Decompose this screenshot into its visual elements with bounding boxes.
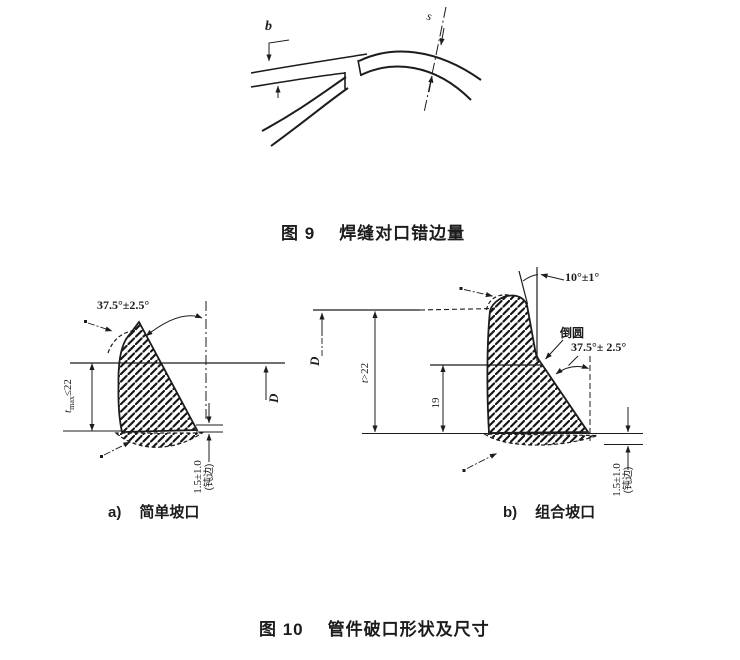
figure9-caption-title: 焊缝对口错边量 — [339, 224, 466, 243]
b-dimension-leader — [266, 39, 290, 62]
fillet-label-b: 倒圆 — [560, 326, 585, 340]
subcaption-a: a) 简单坡口 — [108, 505, 199, 521]
groove-section-b — [486, 294, 590, 434]
pipe-right-end-face — [357, 59, 362, 77]
thickness-rest-b: >22 — [359, 362, 371, 381]
dashed-root-lens-a — [114, 432, 204, 448]
thickness-label-b: t>22 — [359, 355, 372, 391]
tmax-label: tmax≤22 — [62, 367, 77, 425]
pipe-lower-outer-curve — [261, 76, 347, 132]
diameter-label-a: D — [266, 393, 281, 403]
figure10a-drawing — [63, 301, 285, 462]
figure10-caption-title: 管件破口形状及尺寸 — [327, 620, 490, 639]
angle-arc-a — [145, 313, 203, 337]
figure10-caption-number: 图 10 — [259, 620, 304, 639]
thickness-var-b: t — [359, 380, 371, 384]
s-centerline — [423, 6, 447, 114]
diameter-label-b: D — [307, 356, 322, 366]
root-face-label-a: 1.5±1.0 (钝边) — [192, 440, 215, 514]
pipe-left-inner-line — [250, 72, 346, 88]
surface-marker-bottom-leader-a — [103, 441, 131, 456]
surface-marker-bottom-leader-b — [466, 453, 497, 469]
subcaption-a-title: 简单坡口 — [139, 504, 200, 521]
figure10-caption: 图 10 管件破口形状及尺寸 — [259, 621, 490, 639]
figure9-caption-number: 图 9 — [281, 224, 316, 243]
root-face-value-b: 1.5±1.0 — [611, 463, 623, 497]
misalignment-label: b — [265, 19, 272, 34]
depth-label-b: 19 — [430, 397, 442, 409]
fillet-leader — [545, 339, 564, 360]
root-face-note-a: (钝边) — [203, 463, 215, 491]
figure9-drawing — [250, 6, 482, 147]
pipe-od-line-b-dashed — [419, 307, 495, 311]
subcaption-b-title: 组合坡口 — [535, 504, 596, 521]
surface-marker-bottom-a — [100, 455, 103, 458]
subcaption-b-letter: b) — [503, 504, 518, 521]
root-face-value-a: 1.5±1.0 — [192, 460, 204, 494]
pipe-right-inner-curve — [360, 65, 472, 101]
dashed-cap-a — [107, 329, 138, 354]
figure9-caption: 图 9 焊缝对口错边量 — [281, 225, 465, 243]
angle10-arc — [522, 274, 539, 282]
angle-top-label-b: 10°±1° — [565, 270, 600, 284]
angle10-leader — [540, 273, 565, 281]
surface-marker-top-a — [84, 320, 87, 323]
angle-main-label-b: 37.5°± 2.5° — [571, 340, 627, 354]
pipe-lower-inner-curve — [270, 87, 349, 147]
dashed-root-lens-b — [482, 433, 598, 446]
angle375-leader-b — [568, 355, 579, 366]
groove-section-a — [117, 320, 199, 433]
dashed-cap-b — [485, 294, 509, 311]
tmax-rest: ≤22 — [62, 379, 74, 397]
face-extension-line-b — [518, 270, 529, 305]
figure10b-drawing — [313, 267, 643, 472]
subcaption-b: b) 组合坡口 — [503, 505, 595, 521]
surface-marker-top-b — [459, 287, 463, 290]
tmax-sub: max — [67, 396, 77, 410]
surface-marker-bottom-b — [462, 469, 466, 472]
tmax-var: t — [62, 409, 74, 413]
s-arrow-upper — [439, 27, 445, 46]
pipe-right-outer-curve — [358, 50, 482, 81]
groove-angle-label-a: 37.5°±2.5° — [97, 298, 150, 312]
surface-marker-top-leader-b — [463, 289, 493, 298]
surface-marker-top-leader-a — [87, 322, 113, 332]
angle375-arc-b — [555, 363, 589, 375]
root-face-label-b: 1.5±1.0 (钝边) — [611, 443, 634, 517]
root-face-note-b: (钝边) — [622, 466, 634, 494]
s-arrow-lower — [428, 75, 434, 93]
pipe-left-outer-line — [250, 53, 368, 74]
subcaption-a-letter: a) — [108, 504, 122, 521]
